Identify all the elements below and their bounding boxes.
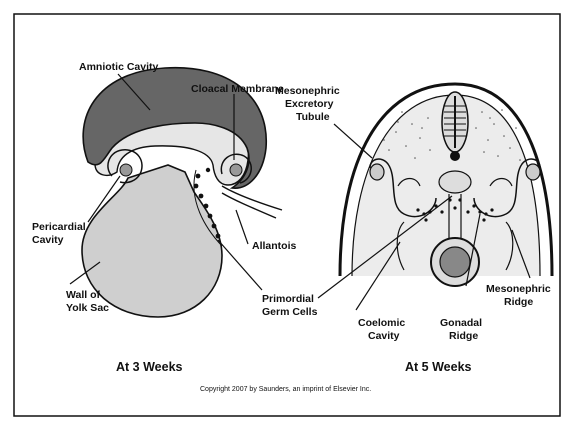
caption-3-weeks: At 3 Weeks [116, 360, 183, 374]
notochord [450, 151, 460, 161]
label-germ-cells: Germ Cells [262, 306, 318, 318]
dorsal-aorta [439, 171, 471, 193]
label-allantois: Allantois [252, 240, 296, 252]
label-primordial: Primordial [262, 293, 314, 305]
allantois-shape [222, 186, 282, 218]
copyright-notice: Copyright 2007 by Saunders, an imprint o… [200, 386, 371, 393]
embryo-5-weeks [340, 84, 552, 286]
label-amniotic-cavity: Amniotic Cavity [79, 61, 159, 73]
label-mesonephric: Mesonephric [275, 85, 340, 97]
yolk-sac-shape [82, 165, 222, 317]
label-yolk-sac: Yolk Sac [66, 302, 109, 314]
label-wall-of: Wall of [66, 289, 101, 301]
label-tubule: Tubule [296, 111, 330, 123]
caption-5-weeks: At 5 Weeks [405, 360, 472, 374]
embryo-3-weeks [82, 68, 282, 317]
label-cloacal-membrane: Cloacal Membrane [191, 83, 284, 95]
label-gonadal: Gonadal [440, 317, 482, 329]
label-mesonephric-ridge: Mesonephric [486, 283, 551, 295]
label-coelomic: Coelomic [358, 317, 405, 329]
label-mesonephric-ridge-2: Ridge [504, 296, 533, 308]
label-pericardial-cavity: Cavity [32, 234, 64, 246]
label-coelomic-cavity: Cavity [368, 330, 400, 342]
label-pericardial: Pericardial [32, 221, 86, 233]
label-gonadal-ridge: Ridge [449, 330, 478, 342]
label-excretory: Excretory [285, 98, 334, 110]
